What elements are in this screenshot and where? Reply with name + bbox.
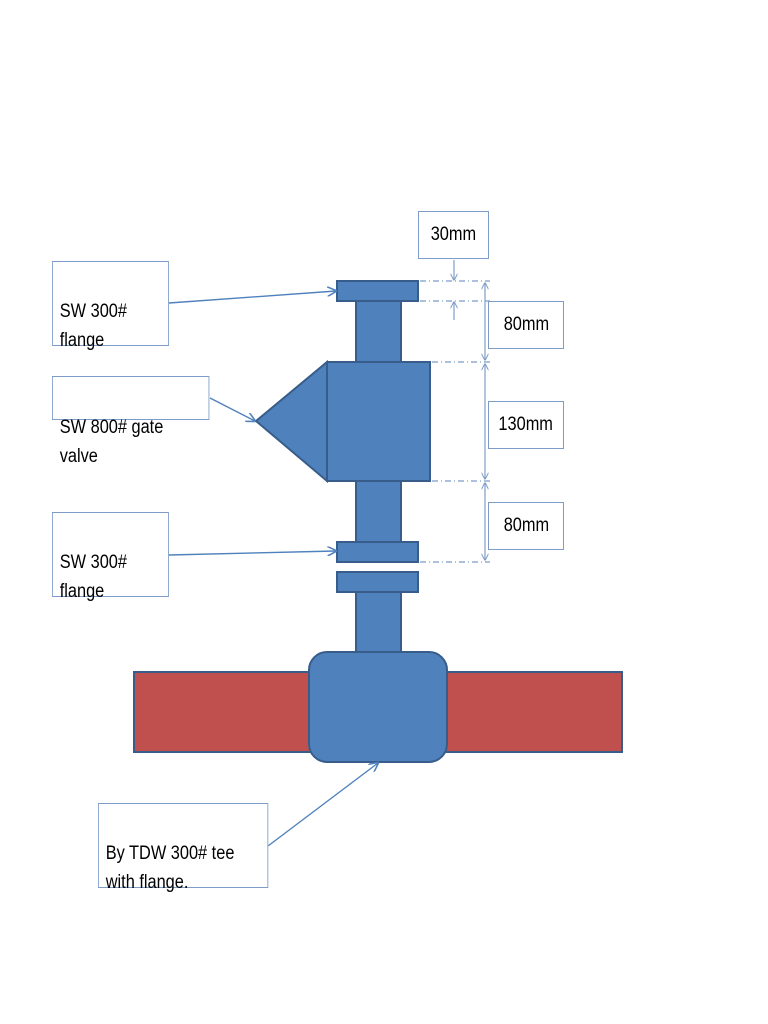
callout-tee: By TDW 300# tee with flange. — [98, 803, 269, 893]
dimension-extension-lines — [420, 280, 490, 563]
dimension-arrows — [454, 260, 485, 560]
tee-fitting — [308, 651, 448, 763]
branch-pipe — [355, 590, 402, 656]
callout-bottom-flange: SW 300# flange — [52, 512, 169, 602]
dim-lower-spool-value: 80mm — [503, 515, 549, 536]
bottom-flange-label: SW 300# flange — [59, 552, 127, 602]
callout-leaders — [168, 291, 378, 847]
callout-top-flange: SW 300# flange — [52, 261, 169, 351]
dim-flange-thickness-value: 30mm — [430, 224, 477, 245]
top-flange — [336, 280, 419, 302]
callout-gate-valve: SW 800# gate valve — [52, 376, 210, 467]
dim-upper-spool-value: 80mm — [503, 314, 549, 335]
upper-spool-pipe — [355, 299, 402, 363]
bottom-flange-upper — [336, 541, 419, 563]
top-flange-label: SW 300# flange — [59, 301, 127, 351]
dim-upper-spool: 80mm — [488, 301, 564, 349]
bottom-flange-lower — [336, 571, 419, 593]
dim-flange-thickness: 30mm — [418, 211, 489, 259]
dim-lower-spool: 80mm — [488, 502, 564, 550]
tee-label: By TDW 300# tee with flange. — [105, 843, 235, 893]
dim-valve-body-value: 130mm — [498, 414, 554, 435]
gate-valve-bonnet — [254, 359, 328, 484]
gate-valve-label: SW 800# gate valve — [59, 417, 164, 467]
gate-valve-body — [326, 361, 431, 482]
dim-valve-body: 130mm — [488, 401, 564, 449]
lower-spool-pipe — [355, 480, 402, 544]
